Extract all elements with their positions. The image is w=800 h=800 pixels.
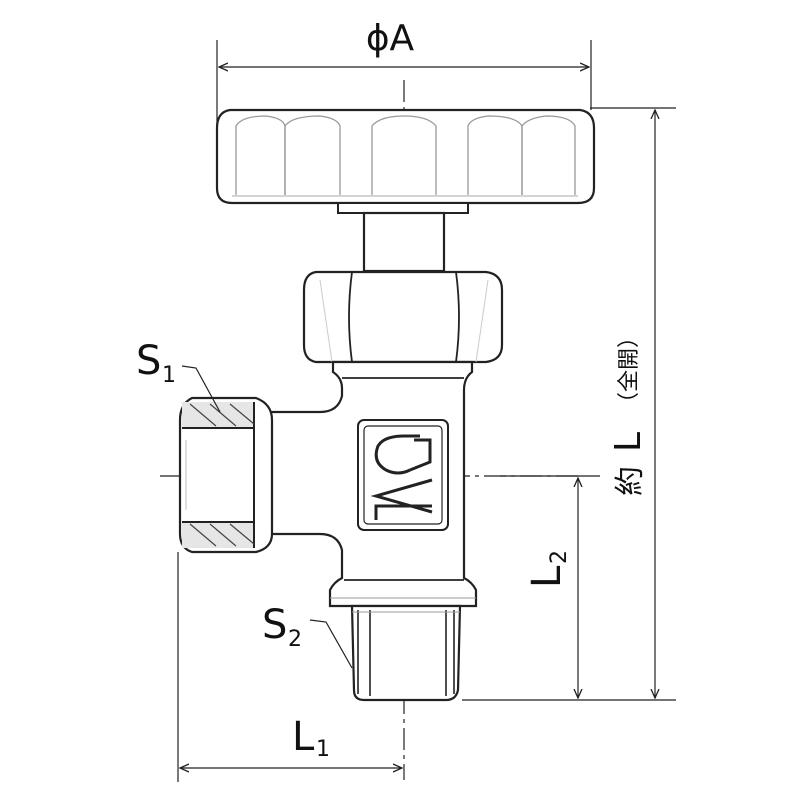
label-l2-subscript: 2 <box>547 550 572 564</box>
port-s1 <box>178 396 274 554</box>
label-s2: S <box>262 602 287 648</box>
label-l1-subscript: 1 <box>316 737 330 762</box>
label-total-length-letter: L <box>608 432 649 452</box>
port-s2 <box>350 604 462 702</box>
label-s1: S <box>136 338 161 384</box>
stem <box>362 211 446 273</box>
label-total-length-prefix: 約 <box>613 466 648 496</box>
label-total-length-group: 約 L （全開） <box>608 326 649 496</box>
label-phi-a: ϕA <box>366 18 415 59</box>
label-l2-group: L 2 <box>524 550 572 588</box>
leader-s1 <box>181 365 221 413</box>
hex-nut <box>302 270 504 364</box>
leader-s2 <box>309 619 353 669</box>
label-s2-subscript: 2 <box>288 627 302 652</box>
label-l1: L <box>292 714 315 760</box>
label-s1-subscript: 1 <box>162 363 176 388</box>
label-l2: L <box>524 565 570 588</box>
handwheel <box>215 108 596 214</box>
label-total-length-note: （全開） <box>617 326 642 414</box>
manufacturer-logo-plate <box>357 419 449 531</box>
